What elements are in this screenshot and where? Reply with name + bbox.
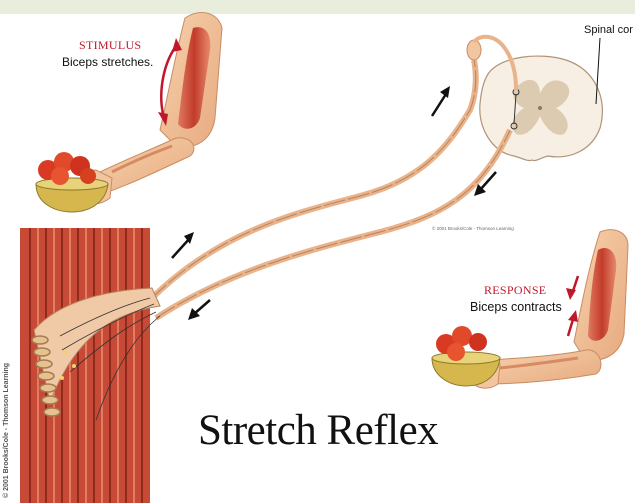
spinal-cord-label: Spinal cor: [584, 24, 633, 36]
muscle-detail: [20, 228, 160, 503]
copyright-note: © 2001 Brooks/Cole - Thomson Learning: [432, 226, 514, 231]
page-title: Stretch Reflex: [198, 406, 438, 455]
response-title: RESPONSE: [484, 283, 546, 298]
spinal-cord-section: [467, 38, 602, 161]
response-description: Biceps contracts: [470, 300, 562, 314]
stimulus-description: Biceps stretches.: [62, 55, 153, 69]
copyright-side-note: © 2001 Brooks/Cole - Thomson Learning: [3, 363, 10, 498]
stimulus-title: STIMULUS: [79, 38, 141, 53]
